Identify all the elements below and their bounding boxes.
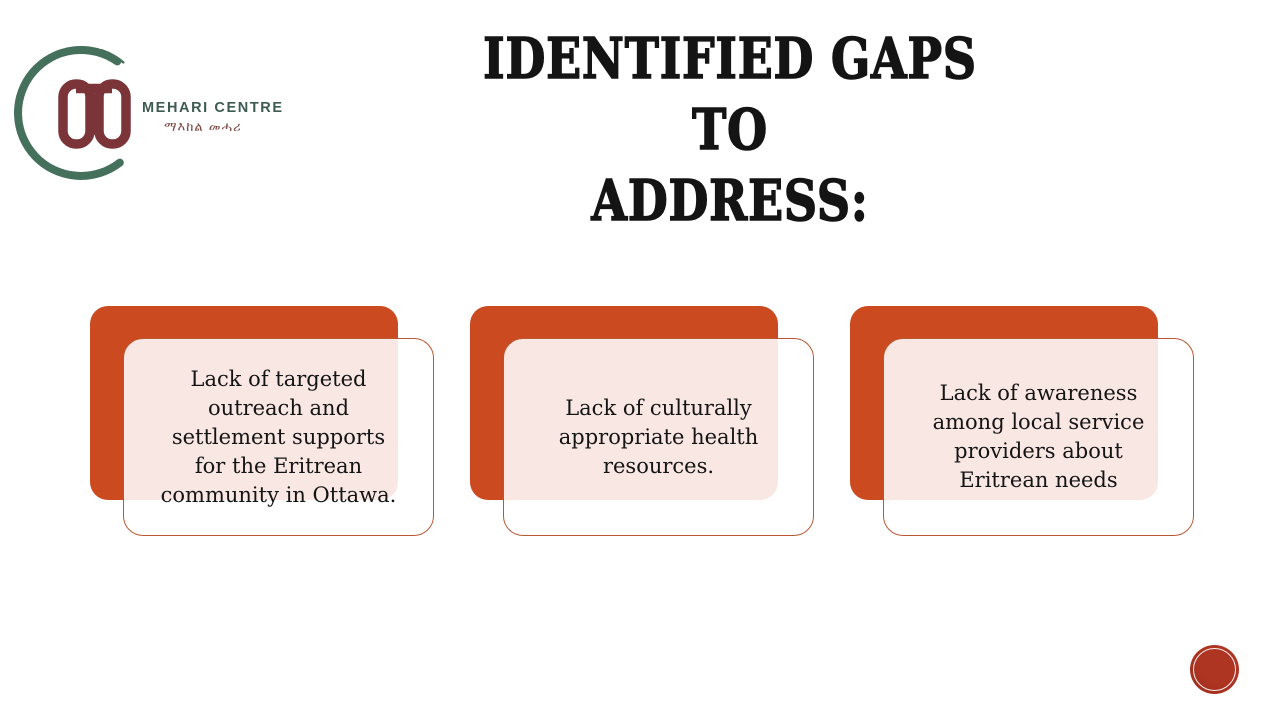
title-line-1: IDENTIFIED GAPS TO [483, 25, 977, 164]
logo-graphic: MEHARI CENTRE ማእከል መሓሪ [14, 45, 284, 180]
gap-card-1: Lack of targeted outreach and settlement… [90, 306, 436, 538]
card-body: Lack of culturally appropriate health re… [503, 338, 814, 536]
card-body: Lack of targeted outreach and settlement… [123, 338, 434, 536]
logo-org-name: MEHARI CENTRE [142, 100, 284, 116]
card-text: Lack of awareness among local service pr… [932, 381, 1145, 492]
stamp-ring-icon [1193, 648, 1236, 691]
logo-org-name-geez: ማእከል መሓሪ [164, 120, 242, 135]
mehari-centre-logo: MEHARI CENTRE ማእከል መሓሪ [6, 10, 286, 195]
gap-card-2: Lack of culturally appropriate health re… [470, 306, 816, 538]
card-body: Lack of awareness among local service pr… [883, 338, 1194, 536]
logo-mark-glyph-icon [58, 79, 131, 149]
title-line-2: ADDRESS: [591, 167, 869, 235]
logo-brush-fragment-icon [100, 49, 125, 64]
page-title: IDENTIFIED GAPS TO ADDRESS: [459, 24, 1000, 237]
stamp-circle-icon [1190, 645, 1239, 694]
logo-brush-circle-icon [14, 45, 124, 180]
card-text: Lack of targeted outreach and settlement… [160, 366, 397, 507]
gap-card-3: Lack of awareness among local service pr… [850, 306, 1196, 538]
card-text: Lack of culturally appropriate health re… [558, 395, 759, 478]
